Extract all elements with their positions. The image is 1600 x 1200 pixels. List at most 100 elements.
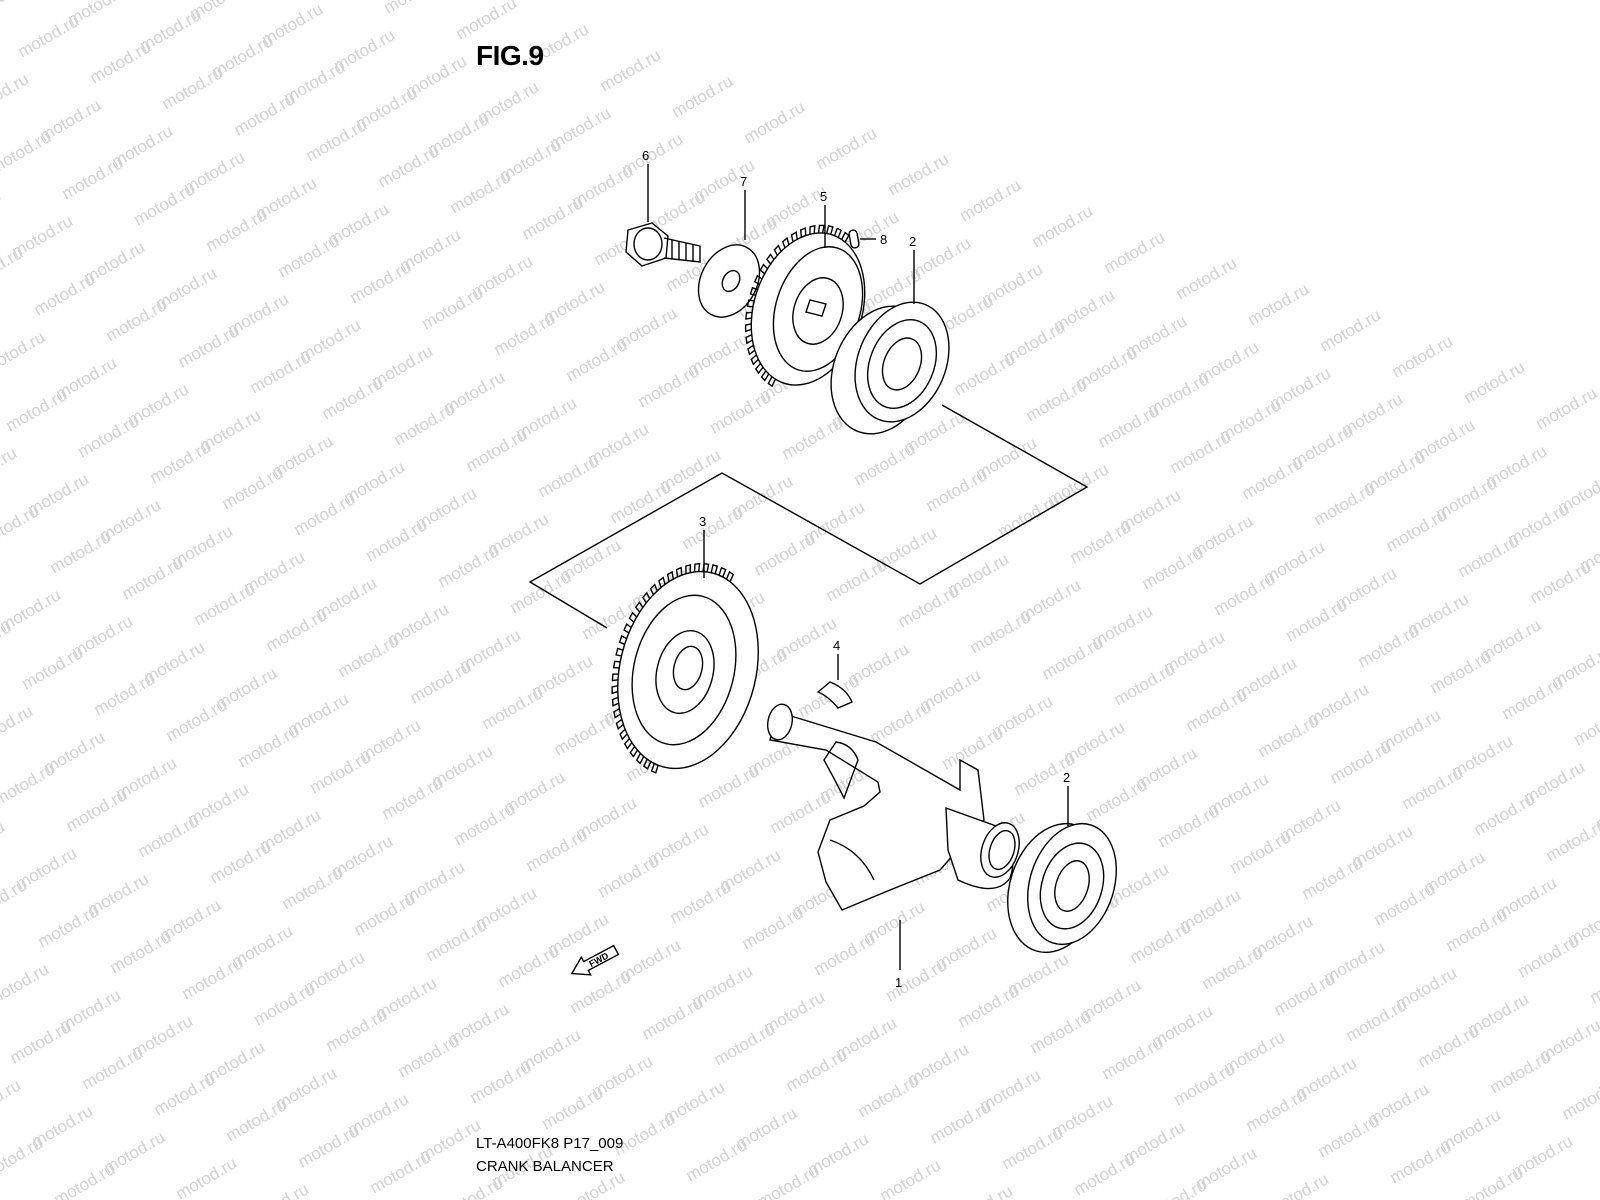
watermark-text: motod.ru	[883, 955, 951, 1005]
watermark-text: motod.ru	[1371, 879, 1439, 929]
watermark-text: motod.ru	[1471, 789, 1539, 839]
section-name: CRANK BALANCER	[476, 1158, 614, 1175]
watermark-text: motod.ru	[0, 959, 52, 1009]
part-5-drive-gear	[744, 224, 866, 388]
watermark-text: motod.ru	[1265, 1169, 1333, 1200]
watermark-text: motod.ru	[31, 269, 99, 319]
watermark-text: motod.ru	[597, 45, 665, 95]
watermark-text: motod.ru	[1571, 699, 1600, 749]
watermark-text: motod.ru	[223, 1095, 291, 1145]
watermark-text: motod.ru	[539, 1083, 607, 1133]
watermark-text: motod.ru	[175, 321, 243, 371]
watermark-text: motod.ru	[0, 327, 48, 377]
watermark-text: motod.ru	[669, 71, 737, 121]
watermark-text: motod.ru	[741, 97, 809, 147]
watermark-text: motod.ru	[0, 501, 42, 551]
watermark-text: motod.ru	[307, 747, 375, 797]
watermark-text: motod.ru	[955, 981, 1023, 1031]
watermark-text: motod.ru	[1543, 815, 1600, 865]
watermark-text: motod.ru	[251, 979, 319, 1029]
watermark-text: motod.ru	[87, 37, 155, 87]
watermark-text: motod.ru	[231, 89, 299, 139]
watermark-text: motod.ru	[419, 283, 487, 333]
watermark-text: motod.ru	[1243, 1085, 1311, 1135]
watermark-text: motod.ru	[1067, 517, 1135, 567]
watermark-text: motod.ru	[275, 231, 343, 281]
watermark-text: motod.ru	[957, 175, 1025, 225]
watermark-text: motod.ru	[59, 153, 127, 203]
watermark-text: motod.ru	[453, 0, 521, 43]
watermark-text: motod.ru	[1101, 227, 1169, 277]
watermark-text: motod.ru	[207, 837, 275, 887]
watermark-text: motod.ru	[203, 205, 271, 255]
watermark-text: motod.ru	[1111, 659, 1179, 709]
watermark-text: motod.ru	[1239, 453, 1307, 503]
watermark-text: motod.ru	[447, 167, 515, 217]
callout-7: 7	[740, 174, 747, 189]
watermark-text: motod.ru	[779, 413, 847, 463]
watermark-text: motod.ru	[695, 761, 763, 811]
watermark-text: motod.ru	[1171, 1059, 1239, 1109]
watermark-text: motod.ru	[1311, 479, 1379, 529]
watermark-text: motod.ru	[1399, 763, 1467, 813]
watermark-text: motod.ru	[535, 451, 603, 501]
watermark-text: motod.ru	[1415, 1021, 1483, 1071]
part-6-flange-bolt	[625, 222, 701, 267]
watermark-text: motod.ru	[303, 115, 371, 165]
watermark-text: motod.ru	[107, 927, 175, 977]
watermark-text: motod.ru	[347, 257, 415, 307]
watermark-text: motod.ru	[1127, 917, 1195, 967]
watermark-text: motod.ru	[247, 347, 315, 397]
watermark-text: motod.ru	[1283, 595, 1351, 645]
watermark-text: motod.ru	[335, 631, 403, 681]
watermark-text: motod.ru	[423, 915, 491, 965]
watermark-text: motod.ru	[1459, 1163, 1527, 1200]
watermark-text: motod.ru	[147, 437, 215, 487]
watermark-text: motod.ru	[463, 425, 531, 475]
watermark-text: motod.ru	[519, 193, 587, 243]
watermark-text: motod.ru	[91, 669, 159, 719]
watermark-text: motod.ru	[767, 787, 835, 837]
watermark-text: motod.ru	[381, 0, 449, 17]
callout-3: 3	[699, 514, 706, 529]
watermark-text: motod.ru	[291, 489, 359, 539]
watermark-text: motod.ru	[751, 529, 819, 579]
watermark-text: motod.ru	[667, 877, 735, 927]
watermark-text: motod.ru	[563, 335, 631, 385]
part-3-driven-gear	[611, 563, 759, 774]
watermark-text: motod.ru	[895, 581, 963, 631]
watermark-text: motod.ru	[495, 941, 563, 991]
watermark-text: motod.ru	[319, 373, 387, 423]
watermark-text: motod.ru	[0, 759, 58, 809]
watermark-text: motod.ru	[1139, 543, 1207, 593]
watermark-text: motod.ru	[1499, 673, 1567, 723]
watermark-text: motod.ru	[151, 1069, 219, 1119]
watermark-text: motod.ru	[1227, 827, 1295, 877]
watermark-text: motod.ru	[173, 1153, 241, 1200]
watermark-text: motod.ru	[1143, 1175, 1211, 1200]
watermark-text: motod.ru	[295, 1121, 363, 1171]
callout-2-lower: 2	[1063, 770, 1070, 785]
watermark-text: motod.ru	[391, 399, 459, 449]
callout-5: 5	[820, 189, 827, 204]
watermark-text: motod.ru	[451, 799, 519, 849]
watermark-text: motod.ru	[507, 567, 575, 617]
watermark-text: motod.ru	[0, 69, 32, 119]
part-2-bearing-lower	[1007, 822, 1118, 954]
watermark-text: motod.ru	[1211, 569, 1279, 619]
watermark-text: motod.ru	[1387, 1137, 1455, 1187]
watermark-text: motod.ru	[1487, 1047, 1555, 1097]
watermark-text: motod.ru	[19, 643, 87, 693]
watermark-text: motod.ru	[739, 903, 807, 953]
watermark-text: motod.ru	[379, 773, 447, 823]
model-code: LT-A400FK8 P17_009	[476, 1135, 624, 1152]
watermark-text: motod.ru	[1515, 931, 1583, 981]
leader-lines	[647, 164, 1069, 970]
watermark-text: motod.ru	[1343, 995, 1411, 1045]
watermark-text: motod.ru	[1199, 943, 1267, 993]
watermark-text: motod.ru	[939, 723, 1007, 773]
watermark-text: motod.ru	[467, 1057, 535, 1107]
watermark-text: motod.ru	[967, 607, 1035, 657]
callout-2-upper: 2	[909, 234, 916, 249]
